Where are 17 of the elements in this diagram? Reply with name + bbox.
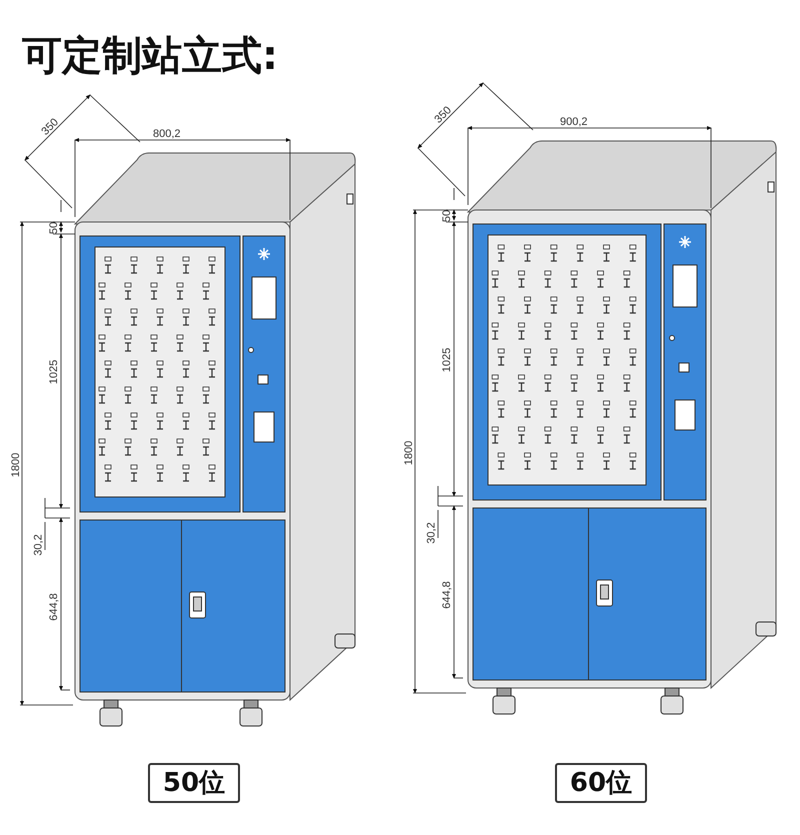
dimension-label: 900,2 [560, 116, 588, 128]
dimension-label: 1025 [48, 360, 60, 384]
dimension-label: 50 [48, 222, 60, 234]
dimension-label: 350 [39, 116, 61, 138]
title: 可定制站立式: [22, 32, 278, 81]
dimension-label: 1800 [403, 440, 416, 466]
dimension-label: 350 [432, 104, 454, 126]
dimension-label: 50 [441, 210, 454, 222]
dimension-label: 1025 [441, 348, 454, 372]
dimension-label: 800,2 [153, 128, 181, 140]
dimension-label: 1800 [10, 452, 22, 478]
dimension-label: 30,2 [425, 522, 438, 544]
capacity-label: 50位 [148, 763, 240, 803]
dimension-label: 30,2 [32, 534, 44, 556]
dimension-label: 644,8 [48, 593, 60, 621]
capacity-label: 60位 [555, 763, 647, 803]
dimension-label: 644,8 [440, 581, 453, 609]
